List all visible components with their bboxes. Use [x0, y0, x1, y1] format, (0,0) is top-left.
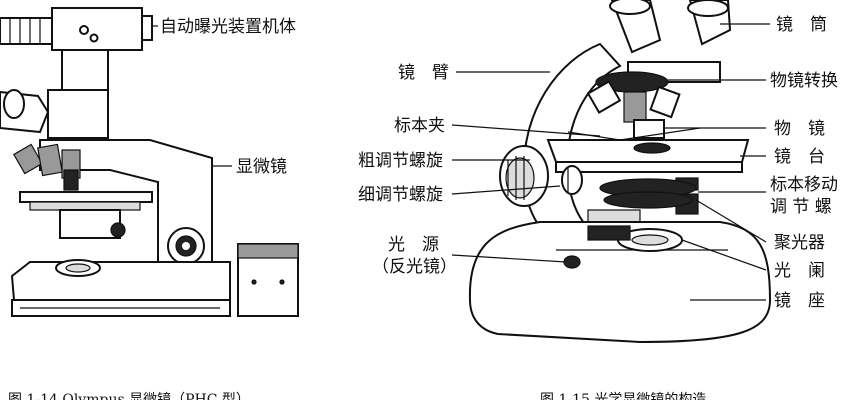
exposure-device-port [141, 15, 153, 41]
label-base: 镜 座 [774, 291, 825, 311]
coarse-knob [499, 145, 549, 207]
microscope-base [468, 221, 772, 344]
exposure-device-knob [79, 25, 89, 35]
camera-eyepiece [0, 17, 53, 45]
fine-knob [561, 165, 583, 195]
objective-turret [13, 143, 81, 191]
left-microscope-figure: 自动曝光装置机体 显微镜 图 1-14 Olympus 显微镜（PHC 型） [0, 7, 299, 400]
label-coarse: 粗调节螺旋 [358, 151, 443, 171]
label-objective: 物 镜 [774, 119, 825, 139]
label-light-source-sub: （反光镜） [372, 257, 457, 277]
right-microscope-figure: 镜 臂 标本夹 粗调节螺旋 细调节螺旋 光 源 （反光镜） 镜 筒 物镜转换 物… [358, 0, 838, 400]
light-source-switch [563, 255, 581, 269]
label-condenser: 聚光器 [774, 233, 825, 253]
label-stage: 镜 台 [774, 147, 825, 167]
exposure-device-body [51, 7, 143, 51]
label-clip: 标本夹 [394, 116, 445, 136]
left-caption: 图 1-14 Olympus 显微镜（PHC 型） [8, 392, 250, 400]
stage [19, 191, 153, 203]
focus-knob [167, 227, 205, 265]
label-microscope: 显微镜 [236, 157, 287, 177]
label-mover-2: 调 节 螺 [770, 197, 832, 217]
right-caption: 图 1-15 光学显微镜的构造 [540, 392, 706, 400]
label-arm: 镜 臂 [398, 63, 449, 83]
label-auto-exposure: 自动曝光装置机体 [160, 17, 296, 37]
label-diaphragm: 光 阑 [774, 261, 825, 281]
exposure-device-knob-2 [89, 33, 99, 43]
label-tube: 镜 筒 [776, 15, 827, 35]
vertical-tube [61, 49, 109, 91]
label-nosepiece: 物镜转换 [770, 71, 838, 91]
head-block [47, 89, 109, 139]
base [10, 261, 231, 301]
label-fine: 细调节螺旋 [358, 185, 443, 205]
label-mover-1: 标本移动 [770, 175, 838, 195]
label-light-source: 光 源 [388, 235, 439, 255]
